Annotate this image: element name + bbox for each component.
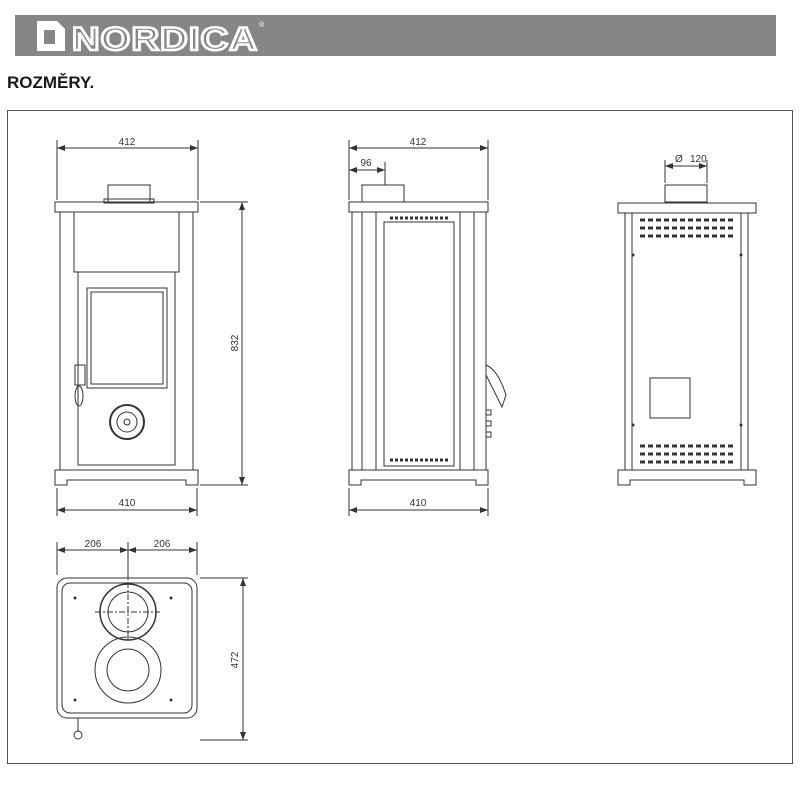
brand-name: NORDICA [72, 21, 258, 54]
registered-mark: ® [259, 21, 265, 29]
top-depth-label: 472 [230, 651, 241, 668]
side-width-base-label: 410 [410, 498, 427, 509]
side-flue-offset-label: 96 [360, 158, 372, 169]
top-view [56, 542, 248, 741]
top-half-right-label: 206 [154, 539, 171, 550]
side-width-top-label: 412 [410, 137, 427, 148]
top-half-left-label: 206 [85, 539, 102, 550]
page-title: ROZMĚRY. [7, 73, 95, 92]
back-view [617, 160, 757, 486]
back-diameter-symbol: Ø [675, 154, 683, 165]
front-width-base-label: 410 [119, 498, 136, 509]
front-view [54, 140, 248, 516]
side-view [348, 140, 507, 516]
nordica-logo: NORDICA ® [37, 20, 265, 54]
brand-header-bar: NORDICA ® [15, 15, 776, 56]
front-width-top-label: 412 [119, 137, 136, 148]
front-height-label: 832 [230, 334, 241, 351]
back-flue-diameter-label: 120 [690, 154, 707, 165]
drawing-frame [7, 110, 793, 764]
bolt-dots [73, 253, 743, 702]
